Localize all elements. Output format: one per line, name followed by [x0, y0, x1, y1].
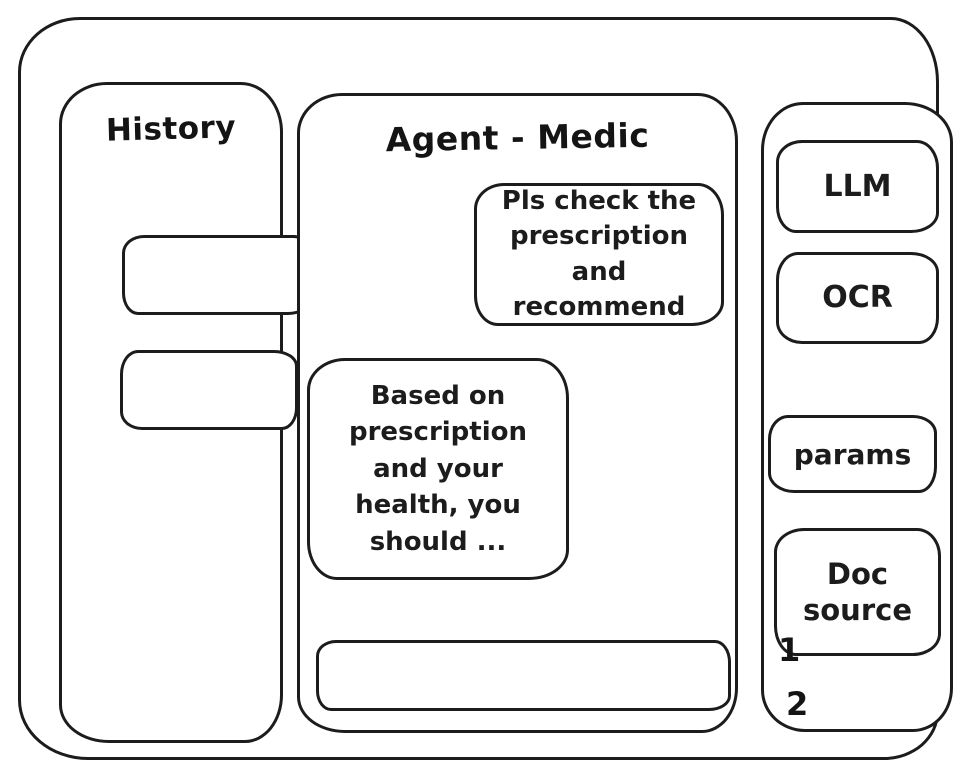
assistant-message-bubble: Based on prescription and your health, y…: [307, 358, 569, 580]
message-input[interactable]: [316, 640, 731, 711]
tool-doc-source-button[interactable]: Doc source: [774, 528, 941, 656]
history-panel-title: History: [105, 109, 237, 149]
annotation-number-2: 2: [786, 685, 809, 723]
tool-params-button[interactable]: params: [768, 415, 937, 493]
annotation-number-1: 1: [778, 631, 801, 669]
history-item[interactable]: [122, 235, 312, 315]
chat-panel: Agent - Medic Pls check the prescription…: [297, 93, 738, 733]
history-panel: History: [59, 82, 312, 743]
tool-llm-button[interactable]: LLM: [776, 140, 939, 233]
tools-panel: LLM OCR params Doc source 1 2: [761, 102, 953, 732]
chat-panel-title: Agent - Medic: [385, 115, 650, 160]
app-window-frame: History Agent - Medic Pls check the pres…: [18, 17, 953, 760]
tool-ocr-button[interactable]: OCR: [776, 252, 939, 344]
user-message-bubble: Pls check the prescription and recommend: [474, 183, 724, 326]
history-item[interactable]: [120, 350, 298, 430]
